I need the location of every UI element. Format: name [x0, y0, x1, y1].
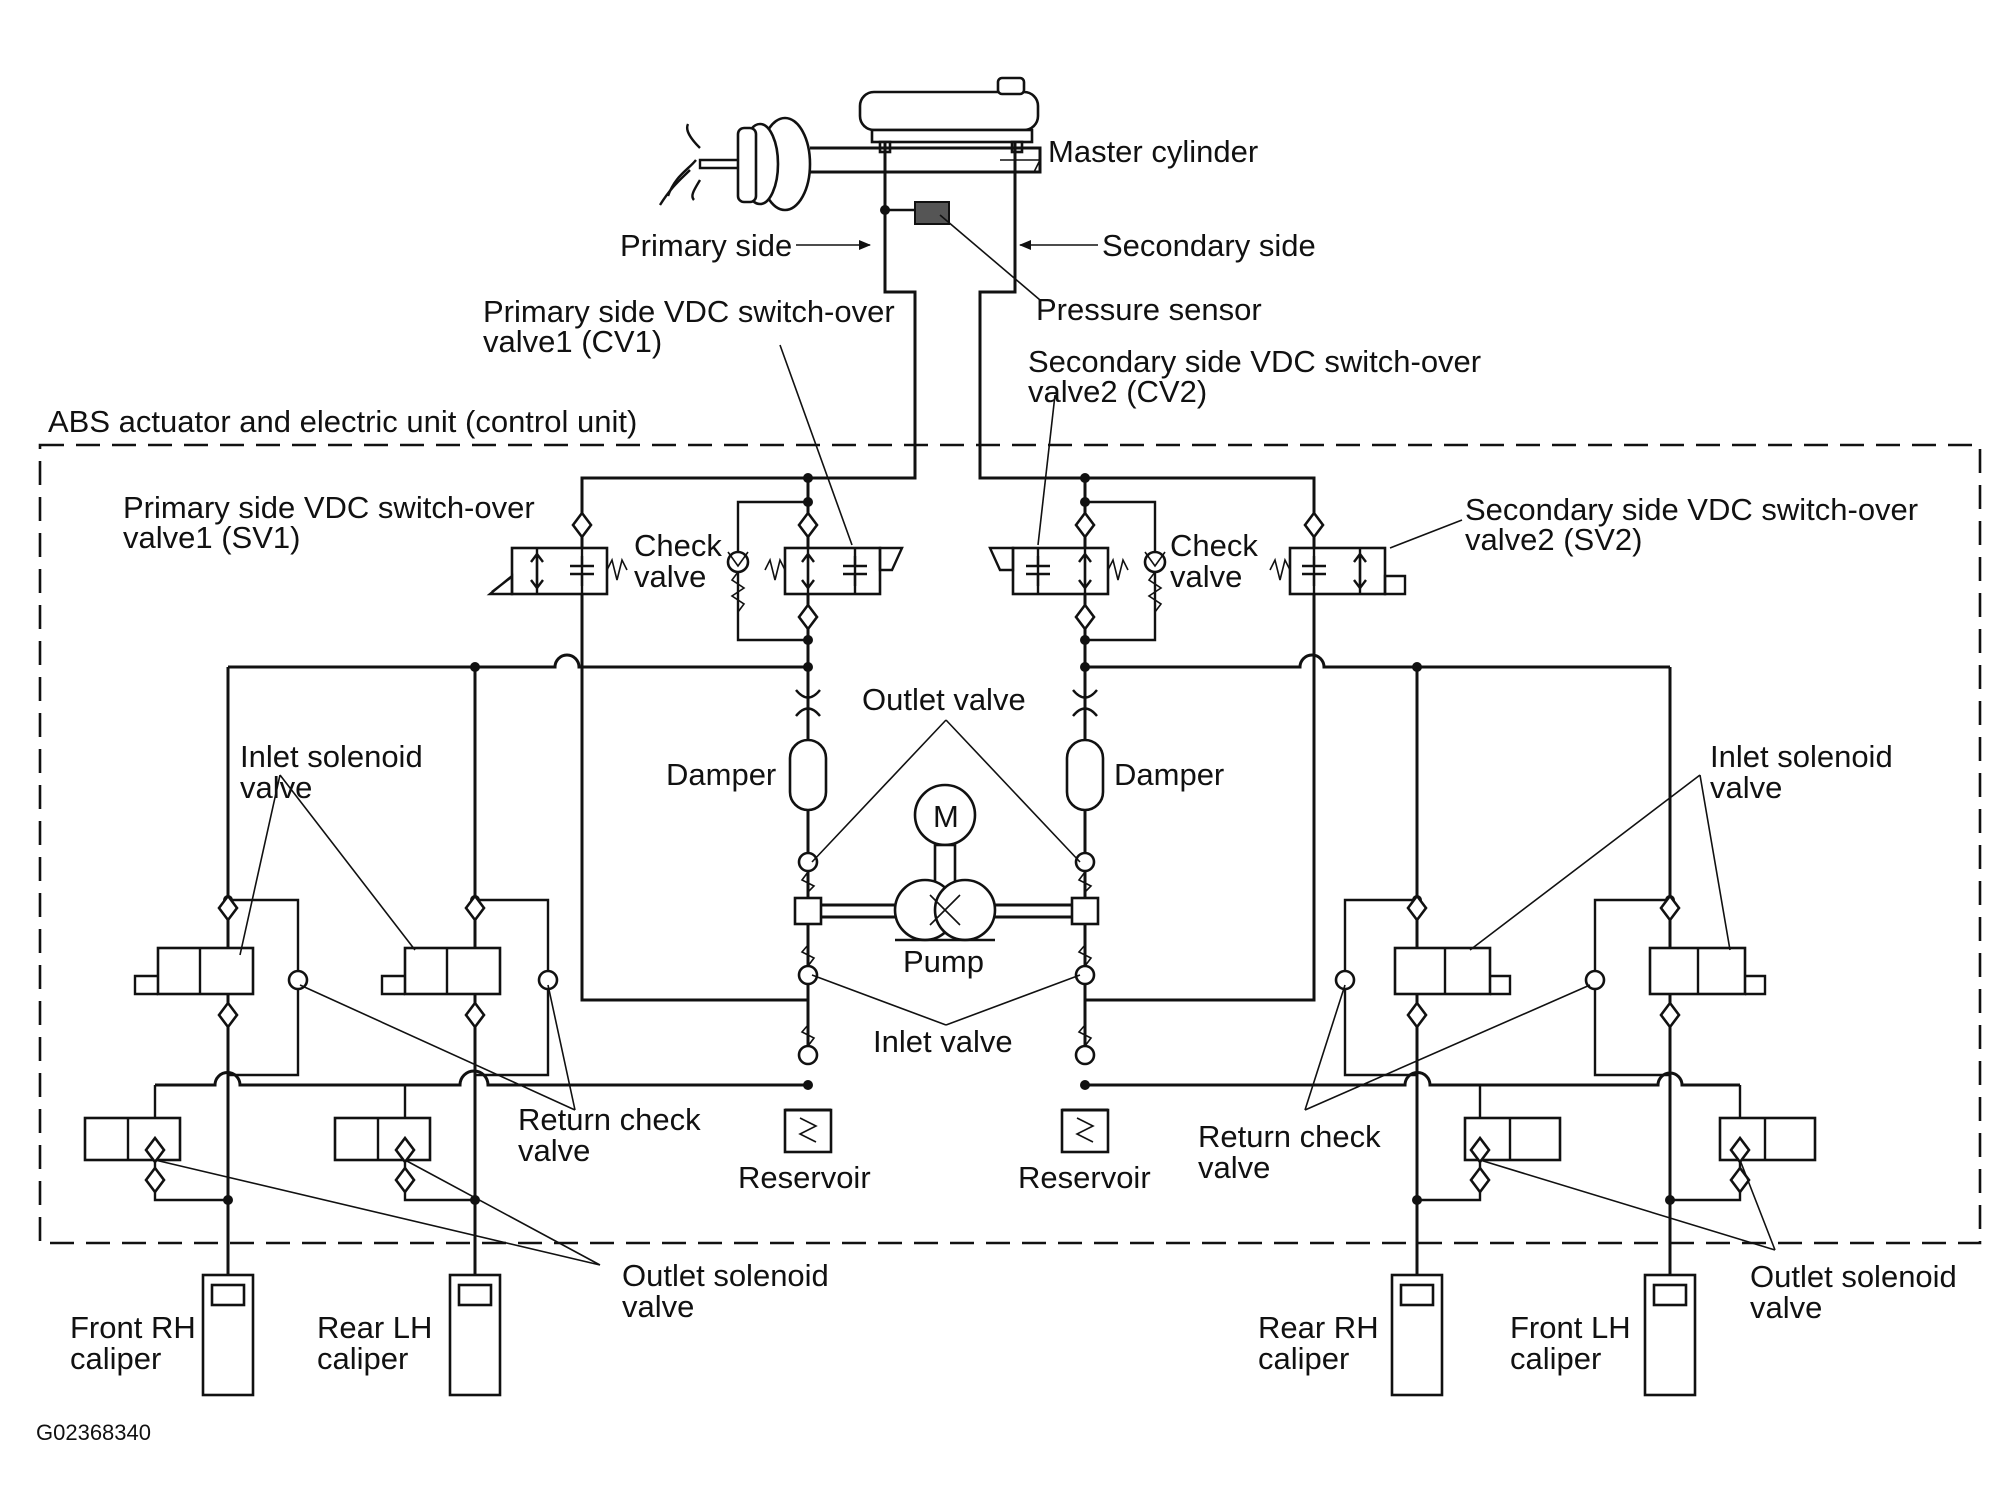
pressure-sensor-label: Pressure sensor: [1036, 292, 1262, 327]
front-lh-line1: Front LH: [1510, 1310, 1631, 1345]
reservoir-right: [1060, 1108, 1110, 1154]
inlet-valve-label: Inlet valve: [873, 1024, 1013, 1059]
outlet-solenoid-left-line1: Outlet solenoid: [622, 1258, 829, 1293]
front-lh-line2: caliper: [1510, 1341, 1601, 1376]
damper-right-label: Damper: [1114, 757, 1224, 792]
secondary-side-label: Secondary side: [1102, 228, 1316, 263]
cv1-label-line2: valve1 (CV1): [483, 324, 662, 359]
damper-left-label: Damper: [666, 757, 776, 792]
pump-check-valves: [797, 851, 1096, 1066]
inlet-solenoid-right-line2: valve: [1710, 770, 1782, 805]
damper-right: [1065, 689, 1105, 812]
sv1-label-line1: Primary side VDC switch-over: [123, 490, 535, 525]
front-rh-line2: caliper: [70, 1341, 161, 1376]
master-cylinder: [658, 76, 1042, 212]
outlet-valve-label: Outlet valve: [862, 682, 1026, 717]
pump: [793, 783, 1100, 942]
master-cylinder-label: Master cylinder: [1048, 134, 1258, 169]
cv2-label-line1: Secondary side VDC switch-over: [1028, 344, 1481, 379]
damper-left: [788, 689, 828, 812]
cv1-label-line1: Primary side VDC switch-over: [483, 294, 895, 329]
pressure-sensor: [914, 201, 950, 225]
abs-unit-boundary: [38, 443, 1982, 1245]
check-valve-right-line2: valve: [1170, 559, 1242, 594]
calipers: [201, 1273, 1697, 1397]
cv2-label-line2: valve2 (CV2): [1028, 374, 1207, 409]
inlet-solenoid-valves: [133, 893, 1767, 1030]
sv2-valve: [1269, 510, 1407, 596]
inlet-solenoid-left-line1: Inlet solenoid: [240, 739, 423, 774]
abs-unit-label: ABS actuator and electric unit (control …: [48, 404, 637, 439]
inlet-solenoid-right-line1: Inlet solenoid: [1710, 739, 1893, 774]
motor-label: M: [933, 799, 959, 834]
outlet-solenoid-right-line2: valve: [1750, 1290, 1822, 1325]
sv1-valve: [486, 510, 628, 596]
inlet-solenoid-left-line2: valve: [240, 770, 312, 805]
outlet-solenoid-valves: [83, 1116, 1817, 1195]
reservoir-right-label: Reservoir: [1018, 1160, 1151, 1195]
outlet-solenoid-right-line1: Outlet solenoid: [1750, 1259, 1957, 1294]
reservoir-left: [783, 1108, 833, 1154]
rear-rh-line2: caliper: [1258, 1341, 1349, 1376]
cv2-valve: [988, 510, 1129, 632]
primary-side-label: Primary side: [620, 228, 792, 263]
check-valve-right-line1: Check: [1170, 528, 1258, 563]
return-check-right-line1: Return check: [1198, 1119, 1381, 1154]
reservoir-left-label: Reservoir: [738, 1160, 871, 1195]
pump-label: Pump: [903, 944, 984, 979]
sv2-label-line1: Secondary side VDC switch-over: [1465, 492, 1918, 527]
sv1-label-line2: valve1 (SV1): [123, 520, 300, 555]
sv2-label-line2: valve2 (SV2): [1465, 522, 1642, 557]
check-valve-left-line2: valve: [634, 559, 706, 594]
cv1-valve: [764, 510, 904, 632]
return-check-left-line1: Return check: [518, 1102, 701, 1137]
rear-rh-line1: Rear RH: [1258, 1310, 1379, 1345]
rear-lh-line1: Rear LH: [317, 1310, 432, 1345]
front-rh-line1: Front RH: [70, 1310, 196, 1345]
leader-lines: [154, 214, 1776, 1266]
outlet-solenoid-left-line2: valve: [622, 1289, 694, 1324]
rear-lh-line2: caliper: [317, 1341, 408, 1376]
check-valve-symbols: [726, 550, 1167, 613]
figure-code: G02368340: [36, 1420, 151, 1445]
return-check-right-line2: valve: [1198, 1150, 1270, 1185]
check-valve-left-line1: Check: [634, 528, 722, 563]
return-check-left-line2: valve: [518, 1133, 590, 1168]
labels: Master cylinder Primary side Secondary s…: [36, 134, 1957, 1445]
